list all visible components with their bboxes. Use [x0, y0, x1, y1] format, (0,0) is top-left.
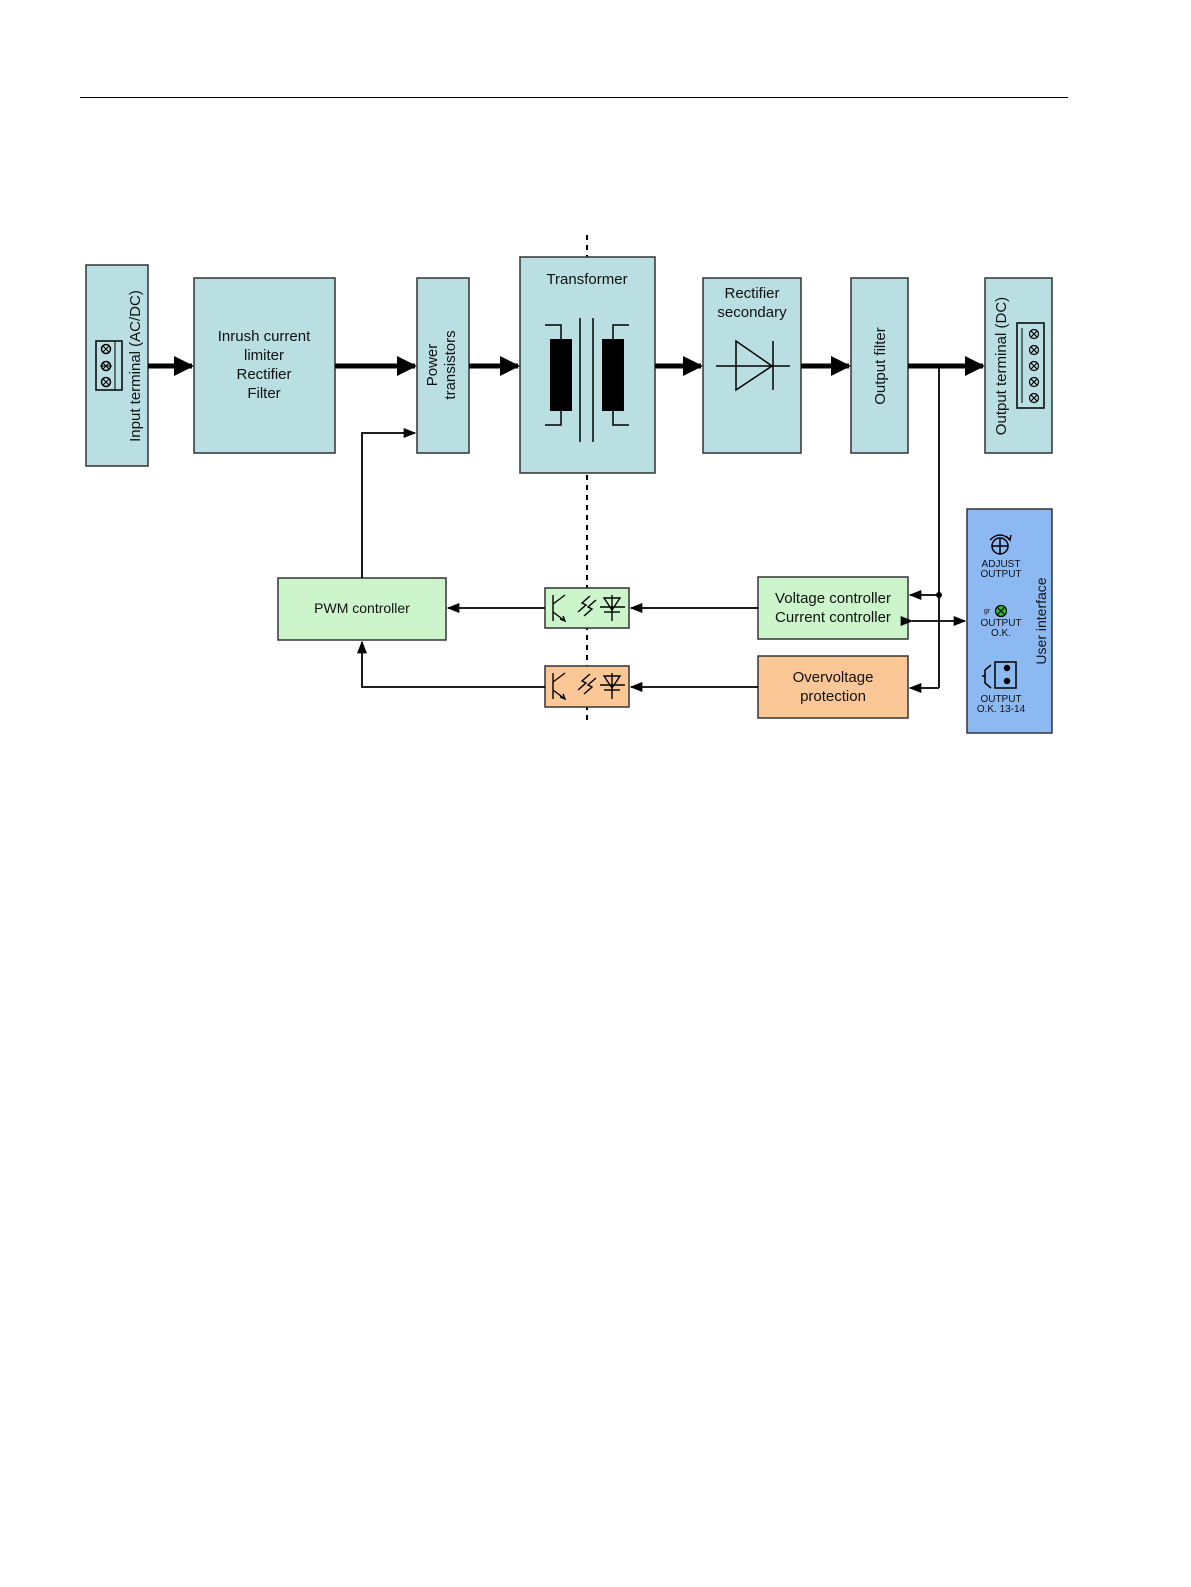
- rectifier-line-1: Rectifier: [724, 285, 779, 302]
- inrush-limiter-block: Inrush current limiter Rectifier Filter: [194, 278, 335, 453]
- power-transistors-line-2: transistors: [442, 330, 459, 399]
- current-controller-label: Current controller: [775, 609, 891, 626]
- pwm-controller-label: PWM controller: [314, 600, 410, 616]
- optocoupler-overvoltage: [545, 666, 629, 707]
- user-interface-title: User interface: [1033, 577, 1049, 664]
- output-terminal-block: Output terminal (DC): [985, 278, 1052, 453]
- rectifier-secondary-block: Rectifier secondary: [703, 278, 801, 453]
- voltage-current-controller-block: Voltage controller Current controller: [758, 577, 908, 639]
- output-filter-block: Output filter: [851, 278, 908, 453]
- output-filter-label: Output filter: [872, 327, 889, 405]
- pwm-controller-block: PWM controller: [278, 578, 446, 640]
- inrush-line-4: Filter: [247, 385, 280, 402]
- overvoltage-protection-block: Overvoltage protection: [758, 656, 908, 718]
- led-indicator-icon: [996, 606, 1007, 617]
- output-terminal-label: Output terminal (DC): [993, 297, 1010, 435]
- adjust-label-2: OUTPUT: [980, 569, 1021, 580]
- transformer-block: Transformer: [520, 257, 655, 473]
- inrush-line-2: limiter: [244, 347, 284, 364]
- inrush-line-3: Rectifier: [236, 366, 291, 383]
- optocoupler-feedback: [545, 588, 629, 628]
- transformer-label: Transformer: [546, 271, 627, 288]
- led-color-tag: gr: [984, 608, 991, 615]
- power-transistors-block: Power transistors: [417, 278, 469, 453]
- rectifier-line-2: secondary: [717, 304, 787, 321]
- power-transistors-line-1: Power: [424, 344, 441, 387]
- relay-label-2: O.K. 13-14: [977, 704, 1026, 715]
- input-terminal-label: Input terminal (AC/DC): [127, 290, 144, 442]
- inrush-line-1: Inrush current: [218, 328, 311, 345]
- overvoltage-line-1: Overvoltage: [793, 669, 874, 686]
- input-terminal-block: Input terminal (AC/DC): [86, 265, 148, 466]
- junction-dot: [936, 592, 942, 598]
- user-interface-panel: User interface ADJUST OUTPUT gr OUTPUT O…: [967, 509, 1052, 733]
- overvoltage-line-2: protection: [800, 688, 866, 705]
- voltage-controller-label: Voltage controller: [775, 590, 891, 607]
- output-ok-label-2: O.K.: [991, 628, 1011, 639]
